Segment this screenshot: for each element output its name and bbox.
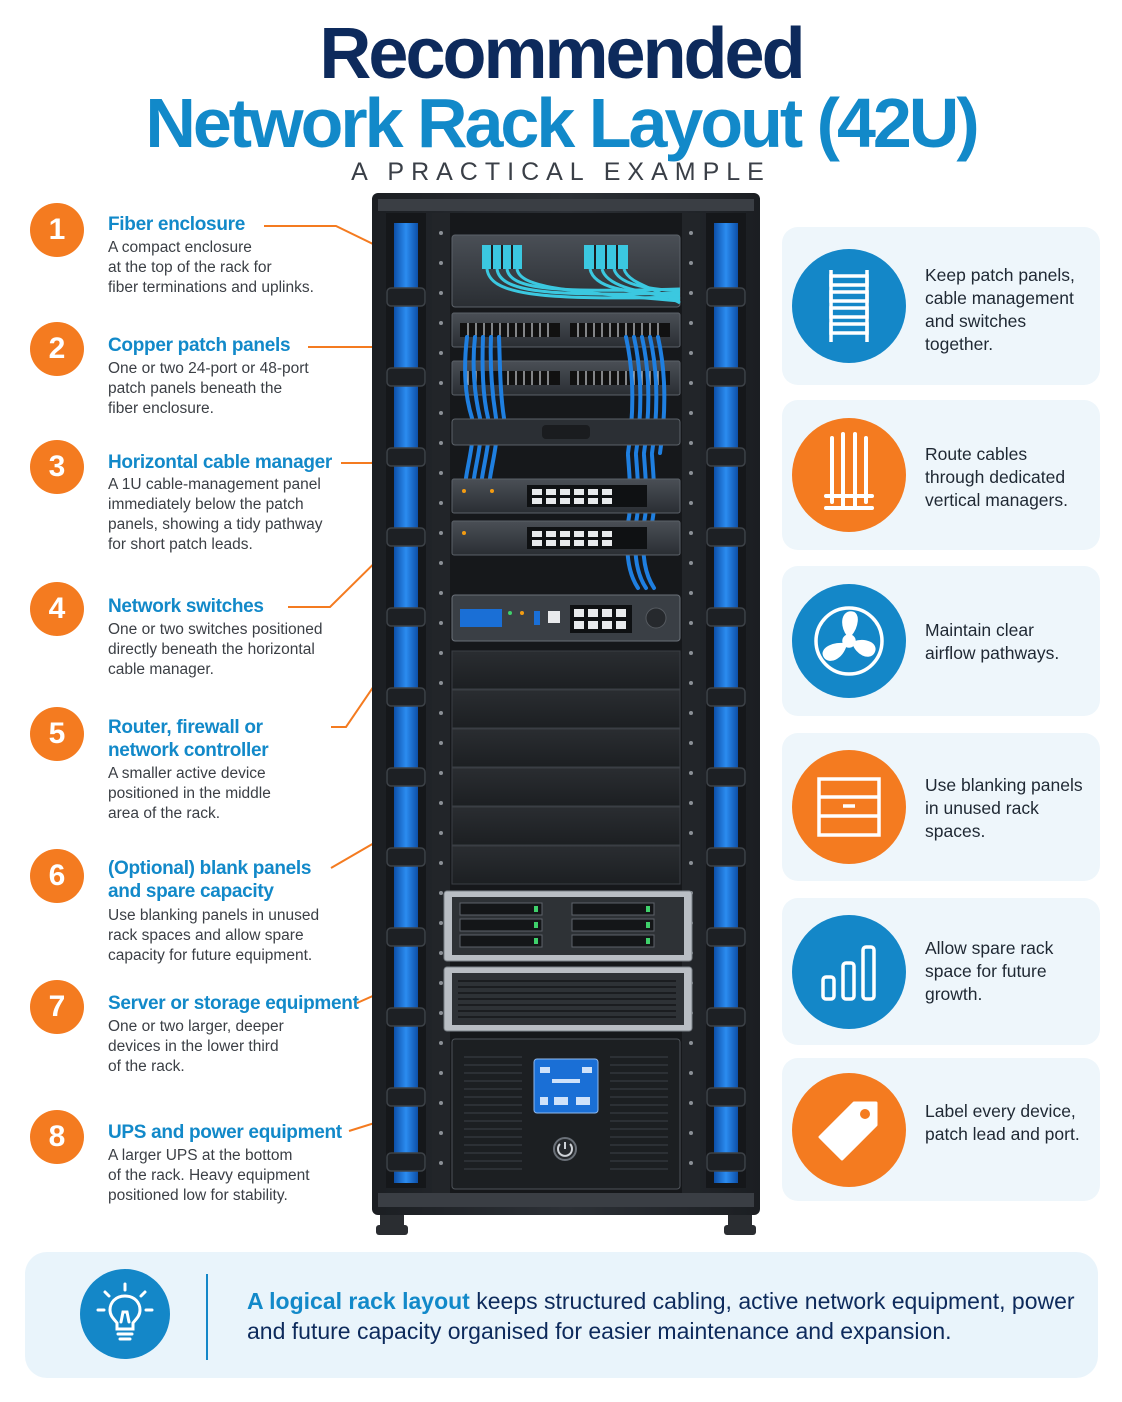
callout-number-badge: 6 xyxy=(30,849,84,903)
server-storage-unit-2 xyxy=(443,966,693,1032)
callout-server-storage: 7 Server or storage equipment One or two… xyxy=(30,980,370,1090)
callout-router-firewall: 5 Router, firewall or network controller… xyxy=(30,707,370,837)
callout-number-badge: 4 xyxy=(30,582,84,636)
callout-number-badge: 1 xyxy=(30,203,84,257)
callout-number-badge: 3 xyxy=(30,440,84,494)
bar-growth-icon xyxy=(792,915,906,1029)
router-firewall xyxy=(451,594,681,642)
blank-panel-icon xyxy=(792,750,906,864)
rack-illustration xyxy=(372,193,760,1238)
page-subtitle: A PRACTICAL EXAMPLE xyxy=(351,158,771,186)
callout-title: Fiber enclosure xyxy=(108,214,245,235)
callout-description: One or two larger, deeper devices in the… xyxy=(108,1018,284,1075)
page-title-line1: Recommended xyxy=(319,14,805,94)
tip-text: Label every device, patch lead and port. xyxy=(925,1101,1080,1144)
callout-number-badge: 5 xyxy=(30,707,84,761)
rack-feet xyxy=(376,1215,756,1235)
tip-keep-together: Keep patch panels, cable management and … xyxy=(782,227,1100,385)
right-vertical-cable-manager xyxy=(706,213,746,1188)
footer-text-rest: keeps structured cabling, active network… xyxy=(247,1288,1075,1344)
callout-description: A compact enclosure at the top of the ra… xyxy=(108,239,314,296)
callout-blank-panels: 6 (Optional) blank panels and spare capa… xyxy=(30,849,370,979)
callout-title: Horizontal cable manager xyxy=(108,452,333,473)
tip-text: Keep patch panels, cable management and … xyxy=(925,265,1075,354)
callout-description: One or two 24-port or 48-port patch pane… xyxy=(108,360,309,417)
network-switch-1 xyxy=(451,478,681,514)
callout-title: UPS and power equipment xyxy=(108,1122,342,1143)
tip-text: Allow spare rack space for future growth… xyxy=(925,938,1054,1004)
callout-description: Use blanking panels in unused rack space… xyxy=(108,907,320,964)
callout-fiber-enclosure: 1 Fiber enclosure A compact enclosure at… xyxy=(30,203,370,313)
callout-number-badge: 2 xyxy=(30,322,84,376)
callout-number-badge: 7 xyxy=(30,980,84,1034)
horizontal-cable-manager xyxy=(451,418,681,446)
callout-network-switches: 4 Network switches One or two switches p… xyxy=(30,582,370,692)
tip-label-devices: Label every device, patch lead and port. xyxy=(782,1058,1100,1201)
callout-description: A 1U cable-management panel immediately … xyxy=(108,476,323,553)
callout-horizontal-cable-manager: 3 Horizontal cable manager A 1U cable-ma… xyxy=(30,440,370,570)
callout-title: (Optional) blank panels and spare capaci… xyxy=(108,858,312,902)
tip-text: Maintain clear airflow pathways. xyxy=(925,620,1060,663)
vertical-cables-icon xyxy=(792,418,906,532)
tag-icon xyxy=(792,1073,906,1187)
footer-text-strong: A logical rack layout xyxy=(247,1288,470,1314)
tip-text: Use blanking panels in unused rack space… xyxy=(925,775,1083,841)
ladder-icon xyxy=(792,249,906,363)
footer-text: A logical rack layout keeps structured c… xyxy=(247,1286,1077,1346)
callout-number-badge: 8 xyxy=(30,1110,84,1164)
callout-copper-patch-panels: 2 Copper patch panels One or two 24-port… xyxy=(30,322,370,432)
blank-panels xyxy=(451,650,681,885)
callout-title: Router, firewall or network controller xyxy=(108,717,269,761)
callout-ups-power: 8 UPS and power equipment A larger UPS a… xyxy=(30,1110,370,1220)
callout-title: Copper patch panels xyxy=(108,335,291,356)
callout-title: Server or storage equipment xyxy=(108,993,359,1014)
callout-description: One or two switches positioned directly … xyxy=(108,621,323,678)
tip-text: Route cables through dedicated vertical … xyxy=(925,444,1068,510)
page-title-line2: Network Rack Layout (42U) xyxy=(145,84,979,162)
rack-drawing xyxy=(372,193,760,1235)
callout-description: A larger UPS at the bottom of the rack. … xyxy=(108,1147,310,1204)
tip-vertical-managers: Route cables through dedicated vertical … xyxy=(782,400,1100,550)
fan-icon xyxy=(792,584,906,698)
footer-divider xyxy=(206,1274,208,1360)
fiber-enclosure xyxy=(451,234,681,308)
footer-summary: A logical rack layout keeps structured c… xyxy=(25,1252,1098,1378)
tip-blanking-panels: Use blanking panels in unused rack space… xyxy=(782,733,1100,881)
network-switch-2 xyxy=(451,520,681,556)
callout-description: A smaller active device positioned in th… xyxy=(108,765,271,822)
copper-patch-panels xyxy=(451,312,681,396)
tip-airflow: Maintain clear airflow pathways. xyxy=(782,566,1100,716)
callout-title: Network switches xyxy=(108,596,264,617)
server-storage-unit-1 xyxy=(443,890,693,962)
lightbulb-icon xyxy=(80,1269,170,1359)
tip-spare-space: Allow spare rack space for future growth… xyxy=(782,898,1100,1045)
left-vertical-cable-manager xyxy=(386,213,426,1188)
ups-unit xyxy=(451,1038,681,1190)
